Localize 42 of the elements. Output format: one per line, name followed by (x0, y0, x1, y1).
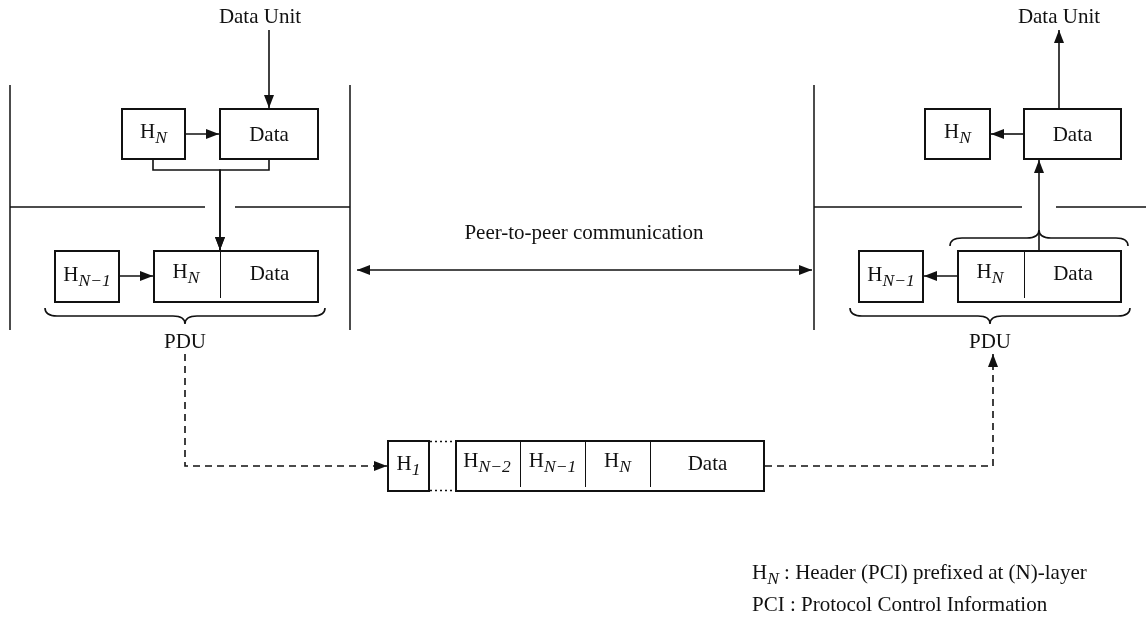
packet-box (153, 250, 319, 303)
header-box (924, 108, 991, 160)
header-box (54, 250, 120, 303)
field-text: Data (1053, 263, 1093, 284)
field-text: H$_{N}$ (140, 121, 167, 147)
arrow (990, 129, 1024, 139)
header-box (858, 250, 924, 303)
field-text: Data (687, 452, 728, 474)
dashed-arrow (184, 353, 388, 471)
header-box (387, 440, 430, 492)
node-label: Data Unit (218, 5, 302, 27)
header-box (219, 108, 319, 160)
arrow (1054, 29, 1064, 109)
field-text: H$_{N−1}$ (867, 263, 915, 290)
arrow (119, 271, 154, 281)
packet-box (455, 440, 765, 492)
field-text: H$_{N−1}$ (528, 450, 577, 476)
field-text: H$_{N−1}$ (63, 263, 111, 290)
node-label: Data Unit (1017, 5, 1101, 27)
dashed-arrow (764, 353, 998, 467)
arrow (923, 271, 958, 281)
field-text: H$_{1}$ (396, 453, 421, 479)
node-label: PDU (969, 330, 1011, 352)
packet-box (957, 250, 1122, 303)
field-text: Data (249, 263, 290, 284)
arrow (185, 129, 220, 139)
legend-note: H$_{N}$ : Header (PCI) prefixed at (N)-layer (752, 560, 1087, 590)
field-text: H$_{N}$ (604, 450, 631, 476)
legend-note: PCI : Protocol Control Information (752, 592, 1048, 617)
field-text: Data (1052, 123, 1093, 145)
field-text: H$_{N}$ (172, 260, 200, 287)
arrow-label: Peer-to-peer communication (464, 220, 704, 245)
arrow (215, 159, 270, 251)
field-text: H$_{N}$ (944, 121, 971, 147)
header-box (1023, 108, 1122, 160)
field-text: H$_{N−2}$ (463, 450, 511, 476)
header-box (121, 108, 186, 160)
field-text: Data (249, 123, 289, 145)
arrow (264, 29, 274, 109)
field-text: H$_{N}$ (976, 260, 1004, 287)
node-label: PDU (164, 330, 206, 352)
arrow (1034, 159, 1044, 251)
